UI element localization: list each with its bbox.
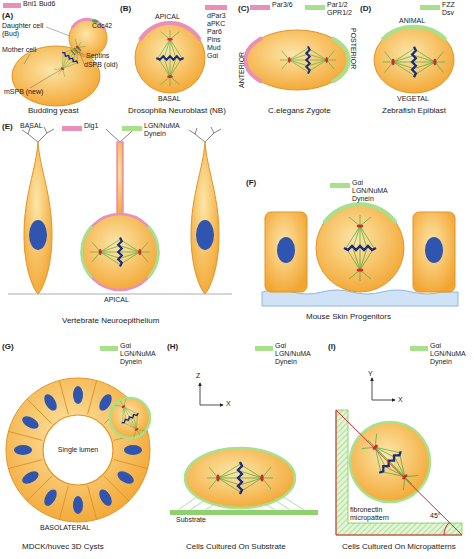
legend-swatch xyxy=(305,5,325,10)
panel-letter: (I) xyxy=(328,342,336,351)
axis-name: Z xyxy=(196,372,200,380)
panel-letter: (B) xyxy=(120,4,131,13)
legend-swatch xyxy=(205,5,227,10)
axis-label: BASAL xyxy=(158,95,181,103)
panel-caption: MDCK/huvec 3D Cysts xyxy=(22,542,104,551)
panel-caption: Zebrafish Epiblast xyxy=(382,106,446,115)
part-label: mSPB (new) xyxy=(4,88,43,96)
legend-swatch xyxy=(330,183,350,188)
legend-swatch xyxy=(255,346,273,351)
part-label: dSPB (old) xyxy=(84,61,118,69)
legend-text: LGN/NuMA Dynein xyxy=(144,122,184,138)
panel-letter: (C) xyxy=(238,4,249,13)
micropattern-culture xyxy=(336,378,462,535)
axis-label: BASAL xyxy=(20,122,43,130)
epiblast xyxy=(374,27,454,93)
panel-caption: Budding yeast xyxy=(28,106,79,115)
cyst xyxy=(6,378,150,522)
legend-text: dPar3 aPKC Par6 Pins Mud Gαi xyxy=(207,12,231,60)
part-label: Substrate xyxy=(176,516,206,524)
part-label: Mother cell xyxy=(2,46,36,54)
panel-caption: Drosophila Neuroblast (NB) xyxy=(128,106,226,115)
legend-swatch xyxy=(62,126,82,131)
node-text: Single lumen xyxy=(42,414,114,486)
axis-name: X xyxy=(398,396,403,404)
panel-letter: (H) xyxy=(167,342,178,351)
panel-caption: Mouse Skin Progenitors xyxy=(306,312,391,321)
legend-text: Bni1 Bud6 xyxy=(23,0,55,8)
axis-label: APICAL xyxy=(155,13,180,21)
axis-label: APICAL xyxy=(104,296,129,304)
legend-text: Gαi LGN/NuMA Dynein xyxy=(352,179,392,203)
legend-text: Gαi LGN/NuMA Dynein xyxy=(275,342,313,366)
substrate-culture xyxy=(170,383,318,515)
panel-letter: (G) xyxy=(2,342,14,351)
legend-swatch xyxy=(100,346,118,351)
panel-letter: (A) xyxy=(2,11,13,20)
legend-text: Dlg1 xyxy=(84,122,98,130)
part-label: Daughter cell (Bud) xyxy=(2,22,48,38)
protein-label: Cdc42 xyxy=(92,22,112,30)
panel-caption: Cells Cultured On Micropatterns xyxy=(342,542,456,551)
axis-label: VEGETAL xyxy=(397,95,429,103)
legend-text: FZZ Dsv xyxy=(442,1,468,17)
part-label: Septins xyxy=(86,52,109,60)
lumen-circle: Single lumen xyxy=(42,414,114,486)
legend-swatch xyxy=(3,3,21,8)
legend-text: Par1/2 GPR1/2 xyxy=(327,1,355,17)
axis-name: Y xyxy=(368,370,373,378)
panel-caption: Vertebrate Neuroepithelium xyxy=(62,316,159,325)
legend-swatch xyxy=(122,126,142,131)
axis-label: POSTERIOR xyxy=(349,28,357,69)
panel-letter: (D) xyxy=(360,4,371,13)
legend-swatch xyxy=(410,346,428,351)
axis-name: X xyxy=(226,400,231,408)
angle-label: 45° xyxy=(430,512,441,520)
part-label: fibronectin micropattern xyxy=(350,506,400,522)
legend-swatch xyxy=(420,5,440,10)
legend-text: Gαi LGN/NuMA Dynein xyxy=(120,342,158,366)
legend-swatch xyxy=(250,5,270,10)
axis-label: ANTERIOR xyxy=(238,52,246,88)
skin-progenitors xyxy=(262,204,458,306)
neuroepithelium xyxy=(8,127,232,294)
panel-caption: Cells Cultured On Substrate xyxy=(186,542,286,551)
legend-text: Gαi LGN/NuMA Dynein xyxy=(430,342,468,366)
panel-letter: (F) xyxy=(246,178,256,187)
panel-caption: C.elegans Zygote xyxy=(268,106,331,115)
panel-letter: (E) xyxy=(2,122,13,131)
axis-label: ANIMAL xyxy=(399,17,425,25)
zygote xyxy=(245,30,349,90)
axis-label: BASOLATERAL xyxy=(40,524,90,532)
legend-text: Par3/6 xyxy=(272,1,293,9)
neuroblast xyxy=(135,23,205,93)
